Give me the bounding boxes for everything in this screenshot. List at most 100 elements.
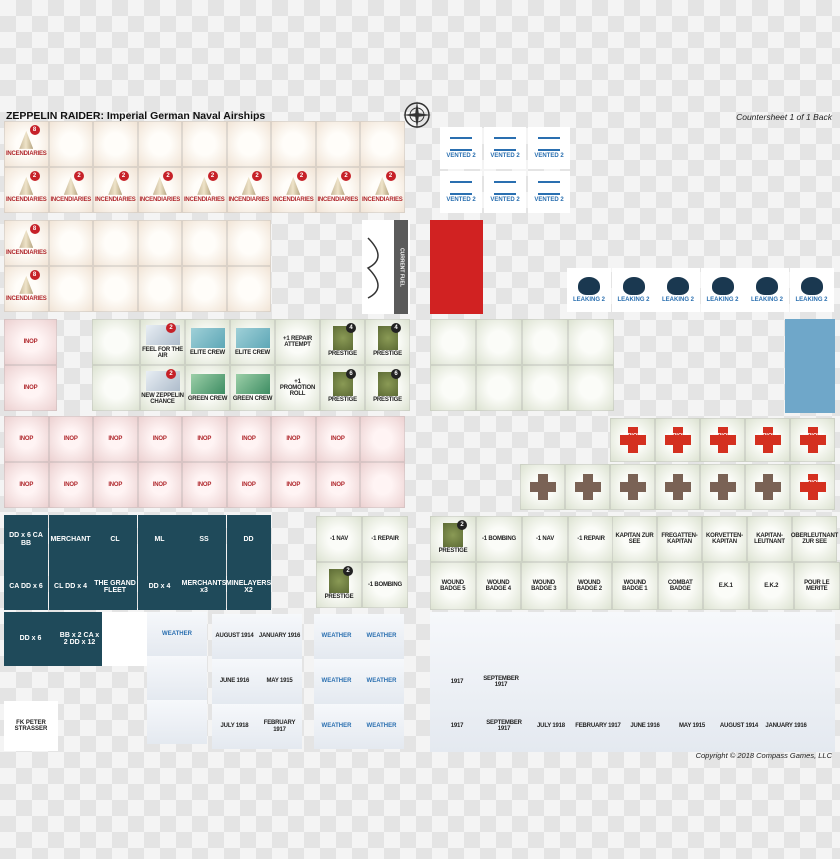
modifier-counter[interactable]: -1 BOMBING	[362, 562, 408, 608]
navy-counter[interactable]: MERCHANT	[48, 515, 93, 564]
green-crew-counter[interactable]: GREEN CREW	[185, 365, 230, 411]
date-counter[interactable]: JULY 1918	[212, 704, 257, 749]
elite-crew-counter[interactable]: ELITE CREW	[230, 319, 275, 365]
medal-counter[interactable]: POUR LE MERITE	[794, 562, 840, 610]
vented-counter[interactable]: VENTED 2	[528, 127, 570, 169]
medal-counter[interactable]: WOUND BADGE 4	[475, 562, 521, 610]
navy-counter[interactable]: MINELAYERS X2	[226, 564, 271, 610]
strasser-counter[interactable]: FK PETER STRASSER	[4, 701, 58, 751]
kia-counter[interactable]: KIA	[610, 464, 655, 510]
inop-counter[interactable]: INOP	[137, 416, 182, 462]
date-counter[interactable]: FEBRUARY 1917	[575, 704, 621, 748]
weather-counter[interactable]: WEATHER	[359, 614, 404, 659]
vented-counter[interactable]: VENTED 2	[484, 127, 526, 169]
modifier-counter[interactable]: -1 NAV	[522, 516, 568, 562]
date-counter[interactable]: JANUARY 1916	[257, 614, 302, 659]
weather-counter[interactable]: WEATHER	[359, 659, 404, 704]
modifier-counter[interactable]: -1 NAV	[316, 516, 362, 562]
serious-wound-counter[interactable]: SERIOUS WOUND	[745, 418, 790, 462]
inop-counter[interactable]: INOP	[48, 462, 93, 508]
navy-counter[interactable]: ML	[137, 515, 182, 564]
rank-counter[interactable]: KAPITAN ZUR SEE	[612, 516, 657, 562]
modifier-counter[interactable]: -1 BOMBING	[476, 516, 522, 562]
inop-counter[interactable]: INOP	[93, 416, 138, 462]
weather-counter[interactable]: WEATHER	[147, 612, 207, 656]
date-counter[interactable]: JUNE 1916	[212, 659, 257, 704]
serious-wound-counter[interactable]: SERIOUS WOUND	[610, 418, 655, 462]
navy-counter[interactable]: MERCHANTS x3	[182, 564, 226, 610]
inop-counter[interactable]: INOP	[271, 416, 316, 462]
navy-counter[interactable]: THE GRAND FLEET	[93, 564, 137, 610]
modifier-counter[interactable]: -1 REPAIR	[362, 516, 408, 562]
medal-counter[interactable]: COMBAT BADGE	[657, 562, 703, 610]
medal-counter[interactable]: WOUND BADGE 3	[521, 562, 567, 610]
date-counter[interactable]: JANUARY 1916	[763, 704, 809, 748]
inop-counter[interactable]: INOP	[4, 416, 49, 462]
inop-counter[interactable]: INOP	[182, 416, 227, 462]
leaking-counter[interactable]: LEAKING 2	[789, 268, 834, 312]
vented-counter[interactable]: VENTED 2	[484, 171, 526, 213]
serious-wound-counter[interactable]: SERIOUS WOUND	[655, 418, 700, 462]
date-counter[interactable]: AUGUST 1914	[212, 614, 257, 659]
serious-wound-counter[interactable]: SERIOUS WOUND	[790, 464, 835, 510]
current-fuel-counter[interactable]: CURRENT FUEL	[362, 220, 410, 314]
kia-counter[interactable]: KIA	[745, 464, 790, 510]
rank-counter[interactable]: KAPITAN-LEUTNANT	[747, 516, 792, 562]
green-crew-counter[interactable]: GREEN CREW	[230, 365, 275, 411]
promotion-roll-counter[interactable]: +1 PROMOTION ROLL	[275, 365, 320, 411]
leaking-counter[interactable]: LEAKING 2	[700, 268, 745, 312]
inop-counter[interactable]: INOP	[93, 462, 138, 508]
kia-counter[interactable]: KIA	[700, 464, 745, 510]
kia-counter[interactable]: KIA	[520, 464, 565, 510]
leaking-counter[interactable]: LEAKING 2	[611, 268, 656, 312]
date-counter[interactable]: JUNE 1916	[622, 704, 668, 748]
repair-attempt-counter[interactable]: +1 REPAIR ATTEMPT	[275, 319, 320, 365]
inop-counter[interactable]: INOP	[182, 462, 227, 508]
rank-counter[interactable]: KORVETTEN-KAPITAN	[702, 516, 747, 562]
medal-counter[interactable]: E.K.1	[703, 562, 749, 610]
modifier-counter[interactable]: -1 REPAIR	[568, 516, 614, 562]
inop-counter[interactable]: INOP	[271, 462, 316, 508]
navy-counter[interactable]: CL	[93, 515, 137, 564]
navy-counter[interactable]: BB x 2 CA x 2 DD x 12	[57, 612, 102, 666]
serious-wound-counter[interactable]: SERIOUS WOUND	[700, 418, 745, 462]
date-counter[interactable]: FEBRUARY 1917	[257, 704, 302, 749]
medal-counter[interactable]: WOUND BADGE 2	[566, 562, 612, 610]
inop-counter[interactable]: INOP	[4, 365, 57, 411]
navy-counter[interactable]: CL DD x 4	[48, 564, 93, 610]
date-counter[interactable]: SEPTEMBER 1917	[478, 660, 524, 704]
leaking-counter[interactable]: LEAKING 2	[567, 268, 611, 312]
inop-counter[interactable]: INOP	[4, 319, 57, 365]
rank-counter[interactable]: OBERLEUTNANT ZUR SEE	[791, 516, 838, 562]
inop-counter[interactable]: INOP	[48, 416, 93, 462]
medal-counter[interactable]: WOUND BADGE 1	[612, 562, 658, 610]
inop-counter[interactable]: INOP	[137, 462, 182, 508]
medal-counter[interactable]: WOUND BADGE 5	[430, 562, 476, 610]
inop-counter[interactable]: INOP	[226, 462, 271, 508]
navy-counter[interactable]: DD x 6 CA BB	[4, 515, 48, 564]
inop-counter[interactable]: INOP	[226, 416, 271, 462]
date-counter[interactable]: JULY 1918	[528, 704, 574, 748]
elite-crew-counter[interactable]: ELITE CREW	[185, 319, 230, 365]
navy-counter[interactable]: DD x 4	[137, 564, 182, 610]
vented-counter[interactable]: VENTED 2	[440, 171, 482, 213]
navy-counter[interactable]: SS	[182, 515, 226, 564]
weather-counter[interactable]: WEATHER	[314, 614, 359, 659]
inop-counter[interactable]: INOP	[315, 462, 360, 508]
date-counter[interactable]: 1917	[434, 660, 480, 704]
